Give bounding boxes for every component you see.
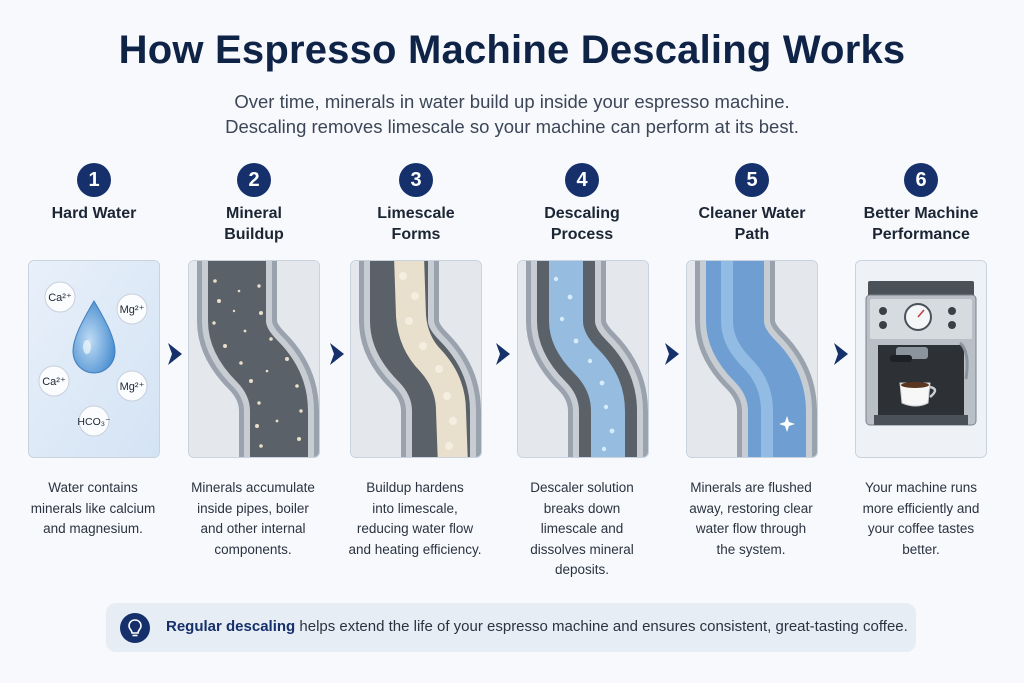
step-6-description: Your machine runs more efficiently and y… (846, 478, 996, 560)
step-5-header: 5 Cleaner Water Path (682, 163, 822, 247)
step-title-line: Cleaner Water (698, 205, 806, 222)
step-title-line: Process (550, 226, 614, 243)
description-line: and other internal (200, 521, 306, 536)
page-subtitle: Over time, minerals in water build up in… (0, 89, 1024, 139)
step-4-header: 4 Descaling Process (512, 163, 652, 247)
description-line: water flow through (695, 521, 807, 536)
mineral-label-hco3: HCO₃⁻ (77, 416, 111, 428)
step-title: Mineral Buildup (184, 203, 324, 247)
mineral-label-mg: Mg²⁺ (120, 304, 145, 316)
description-line: Your machine runs (864, 480, 978, 495)
step-title: Cleaner Water Path (682, 203, 822, 247)
step-number-badge: 6 (904, 163, 938, 197)
step-title: Limescale Forms (346, 203, 486, 247)
description-line: breaks down (543, 500, 621, 516)
mineral-label-ca: Ca²⁺ (48, 292, 72, 304)
description-line: better. (902, 541, 940, 557)
tip-body: helps extend the life of your espresso m… (295, 618, 908, 635)
step-2-header: 2 Mineral Buildup (184, 163, 324, 247)
step-4-description: Descaler solution breaks down limescale … (507, 478, 657, 581)
step-title-line: Path (734, 226, 770, 243)
step-1-header: 1 Hard Water (24, 163, 164, 247)
description-line: your coffee tastes (867, 521, 975, 536)
limescale-panel (350, 260, 482, 458)
description-line: Minerals accumulate (191, 480, 315, 495)
step-number-badge: 2 (237, 163, 271, 197)
description-line: minerals like calcium (30, 500, 156, 516)
step-6-header: 6 Better Machine Performance (851, 163, 991, 247)
step-title-line: Buildup (224, 226, 284, 243)
description-line: away, restoring clear (689, 500, 813, 516)
step-title-line: Hard Water (51, 205, 137, 222)
step-number-badge: 5 (735, 163, 769, 197)
step-3-description: Buildup hardens into limescale, reducing… (340, 478, 490, 560)
step-5-description: Minerals are flushed away, restoring cle… (676, 478, 826, 560)
step-title-line: Performance (872, 226, 970, 243)
step-1-description: Water contains minerals like calcium and… (18, 478, 168, 540)
chevron-right-arrow-icon (168, 343, 182, 365)
mineral-ion-bubbles (38, 281, 148, 437)
tip-text: Regular descaling helps extend the life … (166, 618, 908, 635)
step-number-badge: 4 (565, 163, 599, 197)
step-title-line: Limescale (377, 205, 455, 222)
step-number-badge: 3 (399, 163, 433, 197)
description-line: Minerals are flushed (690, 480, 812, 495)
hard-water-panel: Ca²⁺ Mg²⁺ Ca²⁺ Mg²⁺ HCO₃⁻ (28, 260, 160, 458)
description-line: reducing water flow (356, 521, 474, 536)
step-2-description: Minerals accumulate inside pipes, boiler… (178, 478, 328, 560)
step-title-line: Descaling (544, 205, 620, 222)
step-title: Better Machine Performance (851, 203, 991, 247)
chevron-right-arrow-icon (665, 343, 679, 365)
description-line: Descaler solution (530, 480, 634, 495)
lightbulb-icon (120, 613, 150, 643)
description-line: limescale and (540, 521, 624, 536)
step-title-line: Forms (391, 226, 441, 243)
descaling-panel (517, 260, 649, 458)
clean-water-panel (686, 260, 818, 458)
tip-emphasis: Regular descaling (166, 618, 296, 635)
description-line: inside pipes, boiler (197, 500, 309, 516)
subtitle-line-1: Over time, minerals in water build up in… (234, 91, 790, 112)
description-line: and heating efficiency. (348, 541, 482, 557)
mineral-label-mg: Mg²⁺ (120, 381, 145, 393)
espresso-machine-panel (855, 260, 987, 458)
step-title: Hard Water (24, 203, 164, 247)
chevron-right-arrow-icon (834, 343, 848, 365)
description-line: more efficiently and (862, 500, 980, 516)
page-title: How Espresso Machine Descaling Works (118, 28, 906, 72)
mineral-label-ca: Ca²⁺ (42, 376, 66, 388)
description-line: the system. (716, 541, 786, 557)
description-line: Buildup hardens (366, 480, 464, 495)
step-number-badge: 1 (77, 163, 111, 197)
step-title-line: Better Machine (863, 205, 979, 222)
step-title: Descaling Process (512, 203, 652, 247)
description-line: and magnesium. (43, 521, 143, 536)
description-line: into limescale, (372, 500, 458, 516)
subtitle-line-2: Descaling removes limescale so your mach… (225, 116, 799, 137)
description-line: components. (214, 541, 292, 557)
water-drop-icon (72, 300, 116, 374)
step-3-header: 3 Limescale Forms (346, 163, 486, 247)
chevron-right-arrow-icon (496, 343, 510, 365)
mineral-buildup-panel (188, 260, 320, 458)
description-line: Water contains (48, 480, 138, 495)
chevron-right-arrow-icon (330, 343, 344, 365)
tip-banner: Regular descaling helps extend the life … (106, 603, 916, 652)
description-line: deposits. (554, 562, 610, 577)
description-line: dissolves mineral (530, 541, 634, 557)
step-title-line: Mineral (225, 205, 282, 222)
